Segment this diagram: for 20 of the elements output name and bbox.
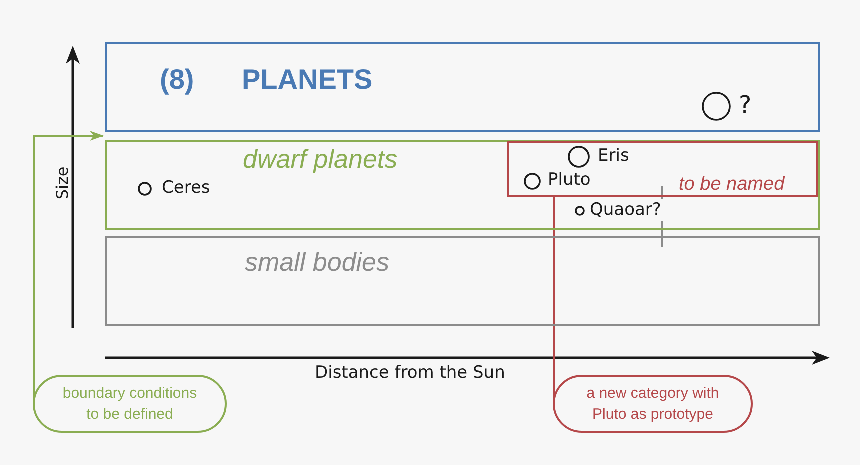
- category-title: dwarf planets: [243, 145, 398, 175]
- category-frame: [507, 141, 818, 197]
- category-band: [105, 236, 820, 326]
- category-label: to be named: [679, 174, 785, 196]
- callout-bubble: [33, 375, 227, 433]
- axis-title: Size: [54, 166, 72, 200]
- body-name: Quaoar?: [590, 201, 662, 221]
- body-name: Eris: [598, 147, 630, 167]
- callout-bubble: [553, 375, 753, 433]
- category-title: small bodies: [245, 248, 390, 278]
- callout-text: a new category with Pluto as prototype: [586, 384, 720, 425]
- body-name: ?: [739, 92, 752, 120]
- category-title: PLANETS: [242, 64, 373, 96]
- axis-title: Distance from the Sun: [315, 364, 506, 384]
- category-band: [105, 42, 820, 132]
- category-band: [105, 140, 820, 230]
- count-label: (8): [160, 64, 194, 96]
- callout-text: boundary conditions to be defined: [62, 384, 198, 425]
- body-name: Pluto: [548, 171, 591, 191]
- body-name: Ceres: [162, 179, 210, 199]
